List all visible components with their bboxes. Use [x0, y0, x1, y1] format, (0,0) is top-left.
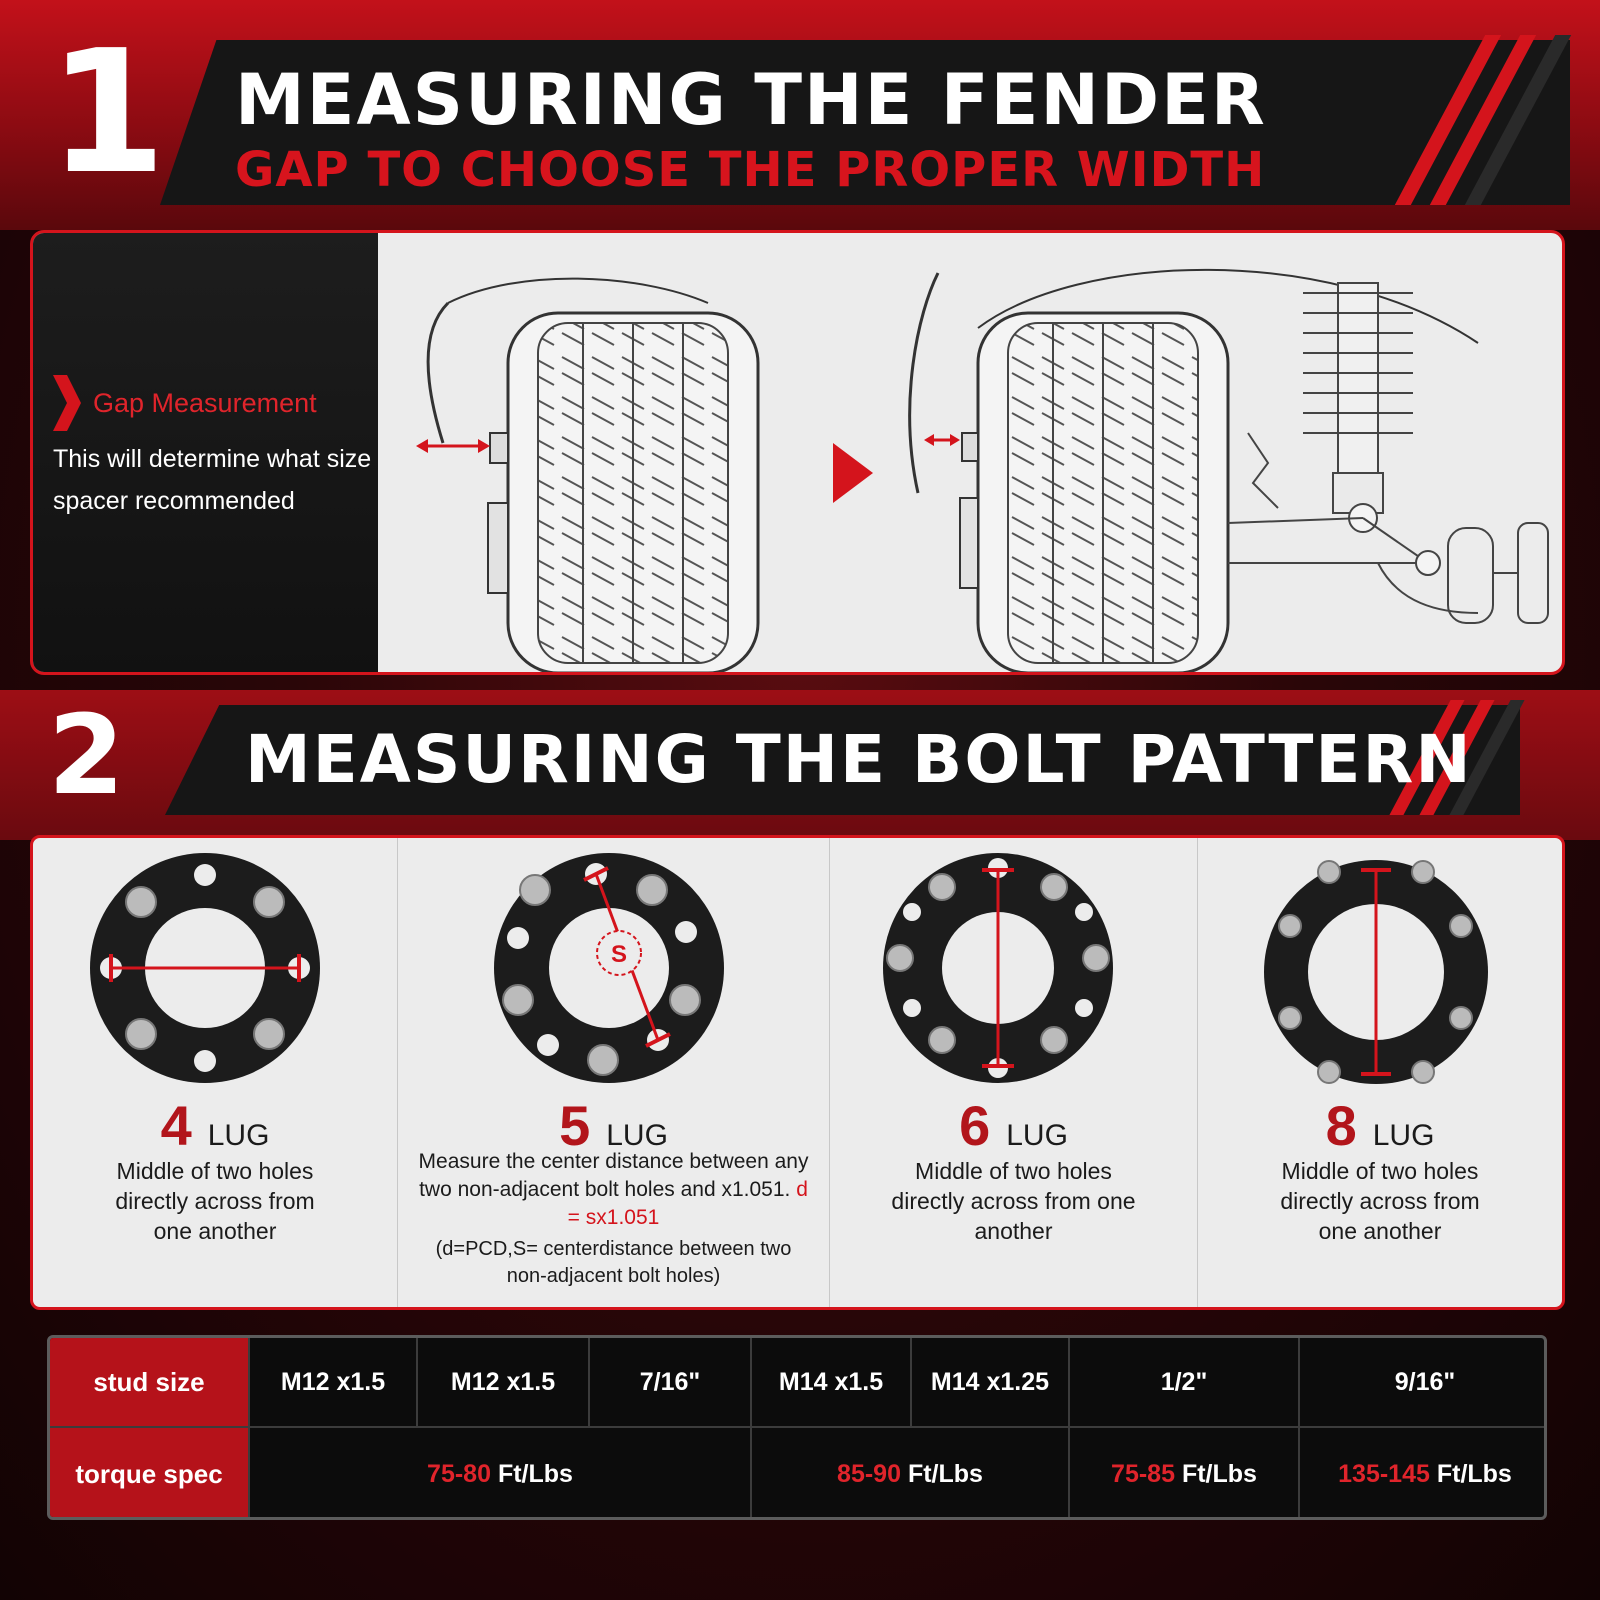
spacer-5-lug-icon: S	[494, 853, 724, 1083]
torque-range: 75-80	[427, 1459, 491, 1488]
section1-subtitle: GAP TO CHOOSE THE PROPER WIDTH	[235, 142, 1266, 198]
gap-measurement-desc: This will determine what size spacer rec…	[53, 445, 372, 515]
torque-unit: Ft/Lbs	[907, 1459, 983, 1488]
s-marker-icon	[596, 930, 642, 976]
stud-icon	[1411, 860, 1435, 884]
spec-table: stud size M12 x1.5 M12 x1.5 7/16" M14 x1…	[47, 1335, 1547, 1520]
lug-6-cell: 6 LUG Middle of two holes directly across…	[830, 838, 1198, 1307]
stud-icon	[886, 944, 914, 972]
stud-icon	[587, 1044, 619, 1076]
stud-size-label: stud size	[50, 1338, 250, 1428]
lug-desc: Middle of two holes directly across from…	[1280, 1158, 1480, 1244]
stud-icon	[1449, 914, 1473, 938]
torque-cell: 135-145 Ft/Lbs	[1300, 1428, 1544, 1517]
fender-gap-illustration	[416, 268, 1549, 672]
section1-number: 1	[48, 14, 167, 212]
lug-4-cell: 4 LUG Middle of two holes directly across…	[33, 838, 398, 1307]
stud-icon	[125, 1018, 157, 1050]
torque-range: 75-85	[1111, 1459, 1175, 1488]
lug-5-cell: S 5 LUG Measure the center distance betwe…	[398, 838, 830, 1307]
gap-arrow-icon	[416, 439, 490, 453]
spacer-6-lug-icon	[883, 853, 1113, 1083]
stud-size-cell: 1/2"	[1070, 1338, 1300, 1428]
lug-number: 8	[1325, 1094, 1357, 1157]
lug-desc: Measure the center distance between any …	[418, 1150, 809, 1201]
stud-icon	[502, 984, 534, 1016]
section1-title: MEASURING THE FENDER	[235, 59, 1267, 141]
torque-unit: Ft/Lbs	[1181, 1459, 1257, 1488]
stud-size-cell: M14 x1.5	[752, 1338, 912, 1428]
stud-size-cell: 9/16"	[1300, 1338, 1544, 1428]
s-marker-label: S	[611, 941, 627, 968]
section2-number: 2	[48, 691, 125, 819]
stud-icon	[1040, 1026, 1068, 1054]
lug-word: LUG	[1372, 1119, 1435, 1152]
torque-range: 85-90	[837, 1459, 901, 1488]
spacer-8-lug-icon	[1264, 860, 1488, 1084]
torque-unit: Ft/Lbs	[497, 1459, 573, 1488]
torque-cell: 75-85 Ft/Lbs	[1070, 1428, 1300, 1517]
pcd-formula: d = sx1.051	[567, 1178, 808, 1229]
torque-cell: 75-80 Ft/Lbs	[250, 1428, 752, 1517]
gap-measurement-title: Gap Measurement	[93, 388, 317, 418]
gap-arrow-icon	[924, 434, 960, 446]
stud-size-cell: M14 x1.25	[912, 1338, 1070, 1428]
stud-icon	[1449, 1006, 1473, 1030]
gap-info-box: Gap Measurement This will determine what…	[33, 233, 378, 672]
stud-size-cell: 7/16"	[590, 1338, 752, 1428]
lug-word: LUG	[1006, 1119, 1068, 1152]
lug-number: 5	[559, 1094, 591, 1157]
lug-number: 6	[959, 1094, 991, 1157]
stud-icon	[636, 874, 668, 906]
lug-8-cell: 8 LUG Middle of two holes directly across…	[1198, 838, 1562, 1307]
section1-header-strip	[160, 40, 1570, 205]
stud-icon	[1040, 873, 1068, 901]
stud-icon	[1317, 1060, 1341, 1084]
bolt-pattern-panel: 4 LUG Middle of two holes directly across…	[30, 835, 1565, 1310]
lug-desc: Middle of two holes directly across from…	[115, 1158, 315, 1244]
torque-spec-label: torque spec	[50, 1428, 250, 1517]
stud-icon	[669, 984, 701, 1016]
stud-icon	[253, 886, 285, 918]
lug-word: LUG	[207, 1119, 270, 1152]
stud-icon	[928, 873, 956, 901]
suspension-icon	[1227, 282, 1549, 624]
chevron-right-icon	[53, 375, 81, 431]
lug-number: 4	[160, 1094, 192, 1157]
section2-title: MEASURING THE BOLT PATTERN	[245, 721, 1473, 798]
lug-desc: Middle of two holes directly across from…	[891, 1158, 1136, 1244]
stud-icon	[1278, 1006, 1302, 1030]
fender-gap-panel: Gap Measurement This will determine what…	[30, 230, 1565, 675]
tire-icon	[426, 277, 760, 672]
tire-icon	[908, 268, 1479, 672]
pcd-note: (d=PCD,S= centerdistance between two non…	[435, 1238, 792, 1287]
lug-word: LUG	[606, 1119, 668, 1152]
stud-icon	[1411, 1060, 1435, 1084]
stud-icon	[519, 874, 551, 906]
stud-icon	[1317, 860, 1341, 884]
stud-icon	[125, 886, 157, 918]
stud-icon	[1082, 944, 1110, 972]
play-arrow-icon	[833, 443, 873, 503]
section2-header-strip	[165, 705, 1520, 815]
stud-icon	[1278, 914, 1302, 938]
stud-icon	[253, 1018, 285, 1050]
torque-range: 135-145	[1338, 1459, 1430, 1488]
torque-unit: Ft/Lbs	[1436, 1459, 1512, 1488]
stud-size-cell: M12 x1.5	[418, 1338, 590, 1428]
torque-cell: 85-90 Ft/Lbs	[752, 1428, 1070, 1517]
stud-size-cell: M12 x1.5	[250, 1338, 418, 1428]
spacer-4-lug-icon	[90, 853, 320, 1083]
stud-icon	[928, 1026, 956, 1054]
